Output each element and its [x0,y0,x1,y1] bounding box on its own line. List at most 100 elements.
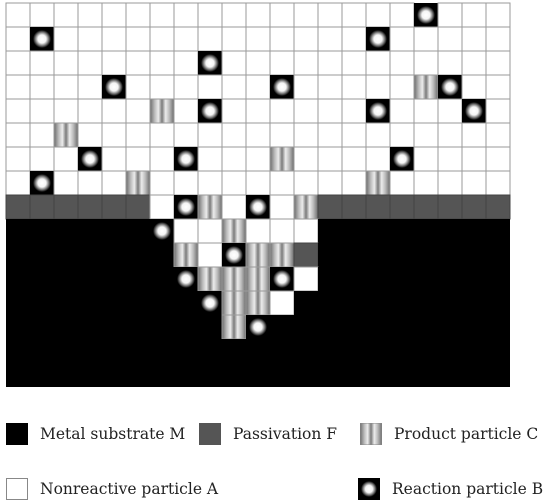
nonreactive-cell [125,2,151,28]
nonreactive-cell [485,26,511,52]
product-cell [365,170,391,196]
reaction-particle [393,150,411,168]
metal-cell [30,315,54,339]
metal-cell [30,363,54,387]
metal-cell [438,315,462,339]
nonreactive-cell [365,146,391,172]
nonreactive-cell [341,2,367,28]
metal-cell [102,291,126,315]
metal-cell [390,219,414,243]
nonreactive-cell [437,2,463,28]
nonreactive-cell [173,170,199,196]
reaction-particle [273,78,291,96]
nonreactive-cell [173,98,199,124]
nonreactive-cell [317,2,343,28]
nonreactive-cell [245,122,271,148]
nonreactive-cell [53,146,79,172]
nonreactive-cell [149,2,175,28]
nonreactive-cell [485,98,511,124]
metal-cell [54,267,78,291]
nonreactive-cell [77,170,103,196]
nonreactive-cell [365,74,391,100]
metal-cell [222,363,246,387]
nonreactive-cell [269,2,295,28]
nonreactive-cell [317,146,343,172]
metal-cell [174,339,198,363]
reaction-particle [201,294,219,312]
reaction-particle [105,78,123,96]
passivation-cell [341,194,367,220]
reaction-particle [369,102,387,120]
reaction-particle [33,30,51,48]
nonreactive-cell [221,50,247,76]
metal-cell [198,363,222,387]
metal-cell [390,291,414,315]
metal-cell [294,339,318,363]
nonreactive-cell [389,2,415,28]
nonreactive-cell [221,194,247,220]
metal-cell [222,339,246,363]
product-cell [221,218,247,244]
nonreactive-cell [293,266,319,292]
nonreactive-cell [485,74,511,100]
metal-cell [462,315,486,339]
metal-cell [6,219,30,243]
nonreactive-cell [461,122,487,148]
product-cell [197,194,223,220]
reaction-particle [33,174,51,192]
nonreactive-cell [317,50,343,76]
nonreactive-cell [197,26,223,52]
nonreactive-cell [221,26,247,52]
metal-cell [486,243,510,267]
legend-label-reaction: Reaction particle B [392,480,544,498]
reaction-particle [225,246,243,264]
nonreactive-cell [173,2,199,28]
metal-cell [198,339,222,363]
product-cell [197,266,223,292]
nonreactive-cell [197,2,223,28]
metal-cell [6,363,30,387]
metal-cell [414,219,438,243]
nonreactive-cell [413,122,439,148]
nonreactive-cell [485,122,511,148]
metal-cell [126,315,150,339]
metal-cell [126,339,150,363]
nonreactive-cell [221,98,247,124]
metal-cell [342,339,366,363]
metal-cell [30,267,54,291]
nonreactive-cell [293,74,319,100]
metal-cell [366,243,390,267]
metal-cell [462,339,486,363]
nonreactive-cell [53,74,79,100]
nonreactive-cell [29,98,55,124]
metal-cell [486,315,510,339]
nonreactive-cell [389,26,415,52]
product-cell [293,194,319,220]
nonreactive-cell [101,146,127,172]
nonreactive-cell [437,98,463,124]
metal-cell [78,267,102,291]
nonreactive-cell [53,2,79,28]
nonreactive-cell [269,122,295,148]
nonreactive-cell [341,122,367,148]
passivation-cell [293,242,319,268]
legend-passivation: Passivation F [199,422,337,446]
metal-cell [30,219,54,243]
metal-cell [30,339,54,363]
nonreactive-cell [245,146,271,172]
metal-cell [102,267,126,291]
nonreactive-cell [101,122,127,148]
metal-cell [174,291,198,315]
nonreactive-cell [245,170,271,196]
metal-cell [366,315,390,339]
reaction-particle [249,198,267,216]
metal-cell [390,267,414,291]
nonreactive-cell [173,74,199,100]
nonreactive-cell [413,146,439,172]
metal-cell [318,315,342,339]
nonreactive-cell [149,146,175,172]
nonreactive-cell [293,170,319,196]
metal-cell [54,315,78,339]
legend-label-product: Product particle C [394,425,539,443]
nonreactive-cell [365,2,391,28]
